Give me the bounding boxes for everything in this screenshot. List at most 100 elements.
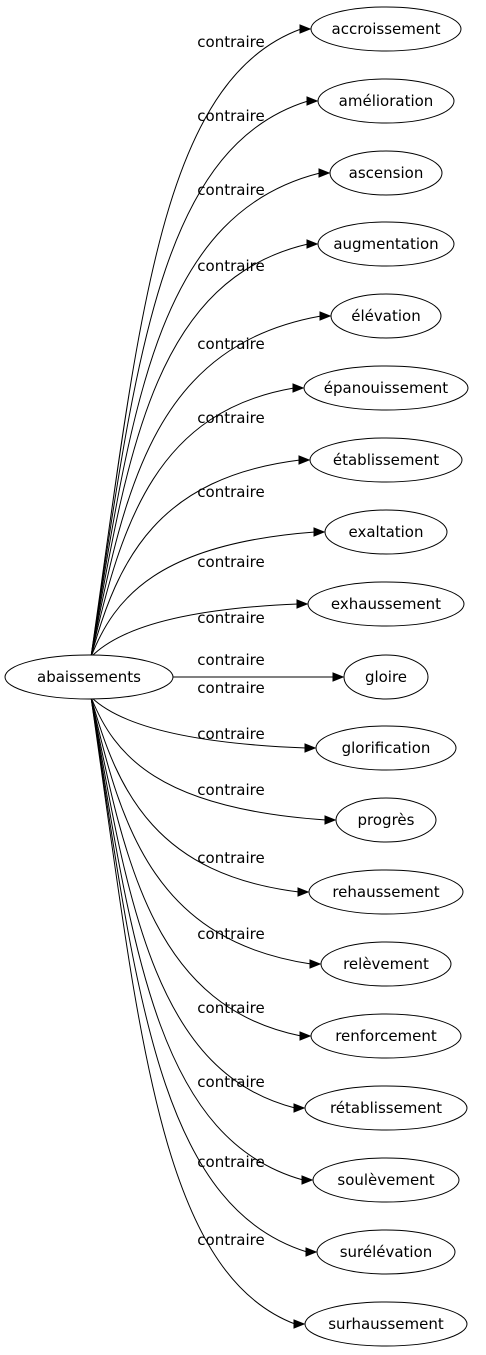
nodes-layer: abaissements accroissement amélioration as… — [4, 6, 469, 1347]
target-node-ellipse — [329, 150, 443, 196]
edge-exaltation — [90, 531, 316, 658]
edge-label-augmentation: contraire — [197, 257, 264, 275]
target-node-label: amélioration — [339, 92, 434, 110]
edge-arrowhead-amelioration — [306, 96, 319, 106]
edge-arrowhead-relevement — [309, 959, 322, 969]
edge-label-accroissement: contraire — [197, 33, 264, 51]
edge-arrowhead-exaltation — [313, 527, 326, 537]
target-node-ellipse — [315, 725, 457, 771]
target-node-ellipse — [317, 221, 455, 267]
edge-surelevation — [90, 696, 308, 1253]
edge-glorification — [90, 696, 307, 749]
target-node-label: accroissement — [332, 20, 441, 38]
target-node-label: rétablissement — [330, 1099, 442, 1117]
edges-layer: contraire contraire contraire contraire cont… — [90, 24, 345, 1329]
edge-arrowhead-epanouissement — [292, 383, 305, 393]
target-node-label: gloire — [365, 668, 407, 686]
target-node-amelioration[interactable]: amélioration — [317, 78, 455, 124]
target-node-label: surélévation — [340, 1243, 433, 1261]
target-node-label: épanouissement — [324, 379, 449, 397]
target-node-ellipse — [312, 1157, 460, 1203]
edge-label-relevement: contraire — [197, 849, 264, 867]
target-node-renforcement[interactable]: renforcement — [310, 1013, 462, 1059]
target-node-glorification[interactable]: glorification — [315, 725, 457, 771]
target-node-label: progrès — [358, 811, 415, 829]
target-node-ellipse — [316, 1229, 456, 1275]
edge-etablissement — [90, 459, 301, 658]
target-node-label: augmentation — [333, 235, 438, 253]
edge-label-retablissement: contraire — [197, 999, 264, 1017]
target-node-surelevation[interactable]: surélévation — [316, 1229, 456, 1275]
target-node-label: surhaussement — [328, 1315, 444, 1333]
edge-label-gloire: contraire — [197, 651, 264, 669]
edge-retablissement — [90, 696, 296, 1109]
edge-label-renforcement: contraire — [197, 925, 264, 943]
edge-label-progres: contraire — [197, 725, 264, 743]
target-node-ellipse — [303, 365, 469, 411]
edge-label-elevation: contraire — [197, 335, 264, 353]
target-node-label: soulèvement — [337, 1171, 434, 1189]
edge-label-exaltation: contraire — [197, 553, 264, 571]
target-node-label: relèvement — [343, 955, 429, 973]
target-node-ascension[interactable]: ascension — [329, 150, 443, 196]
edge-label-etablissement: contraire — [197, 483, 264, 501]
edge-arrowhead-surhaussement — [293, 1319, 306, 1329]
edge-arrowhead-retablissement — [293, 1103, 306, 1113]
edge-accroissement — [90, 28, 302, 658]
edge-arrowhead-soulevement — [301, 1175, 314, 1185]
target-node-augmentation[interactable]: augmentation — [317, 221, 455, 267]
edge-label-amelioration: contraire — [197, 107, 264, 125]
target-node-label: rehaussement — [332, 883, 439, 901]
edge-arrowhead-gloire — [332, 672, 345, 682]
target-node-ellipse — [308, 869, 464, 915]
edge-arrowhead-etablissement — [298, 455, 311, 465]
source-node[interactable]: abaissements — [4, 654, 174, 700]
target-node-etablissement[interactable]: établissement — [309, 437, 463, 483]
edge-label-surhaussement: contraire — [197, 1231, 264, 1249]
edge-arrowhead-surelevation — [305, 1247, 318, 1257]
edge-exhaussement — [90, 603, 299, 658]
target-node-ellipse — [304, 1301, 468, 1347]
edge-label-rehaussement: contraire — [197, 781, 264, 799]
source-node-label: abaissements — [37, 668, 141, 686]
edge-label-ascension: contraire — [197, 181, 264, 199]
target-node-label: élévation — [351, 307, 420, 325]
target-node-ellipse — [310, 1013, 462, 1059]
target-node-label: établissement — [333, 451, 439, 469]
target-node-label: glorification — [342, 739, 431, 757]
target-node-accroissement[interactable]: accroissement — [310, 6, 462, 52]
edge-arrowhead-ascension — [318, 168, 331, 178]
target-node-exhaussement[interactable]: exhaussement — [307, 581, 465, 627]
target-node-epanouissement[interactable]: épanouissement — [303, 365, 469, 411]
target-node-ellipse — [335, 797, 437, 843]
edge-relevement — [90, 696, 312, 965]
edge-arrowhead-exhaussement — [296, 599, 309, 609]
target-node-elevation[interactable]: élévation — [330, 293, 442, 339]
edge-renforcement — [90, 696, 302, 1037]
edge-arrowhead-glorification — [304, 743, 317, 753]
edge-arrowhead-renforcement — [299, 1031, 312, 1041]
target-node-relevement[interactable]: relèvement — [320, 941, 452, 987]
edge-rehaussement — [90, 696, 300, 893]
edge-soulevement — [90, 696, 304, 1181]
edge-arrowhead-elevation — [319, 311, 332, 321]
target-node-ellipse — [320, 941, 452, 987]
target-node-progres[interactable]: progrès — [335, 797, 437, 843]
target-node-ellipse — [317, 78, 455, 124]
target-node-exaltation[interactable]: exaltation — [324, 509, 448, 555]
edge-label-exhaussement: contraire — [197, 609, 264, 627]
edge-label-soulevement: contraire — [197, 1073, 264, 1091]
edge-progres — [90, 696, 327, 821]
target-node-label: exaltation — [348, 523, 423, 541]
target-node-ellipse — [343, 654, 429, 700]
target-node-soulevement[interactable]: soulèvement — [312, 1157, 460, 1203]
target-node-surhaussement[interactable]: surhaussement — [304, 1301, 468, 1347]
target-node-retablissement[interactable]: rétablissement — [304, 1085, 468, 1131]
target-node-rehaussement[interactable]: rehaussement — [308, 869, 464, 915]
target-node-ellipse — [307, 581, 465, 627]
target-node-label: ascension — [349, 164, 424, 182]
target-node-ellipse — [304, 1085, 468, 1131]
edge-augmentation — [90, 243, 309, 658]
target-node-gloire[interactable]: gloire — [343, 654, 429, 700]
